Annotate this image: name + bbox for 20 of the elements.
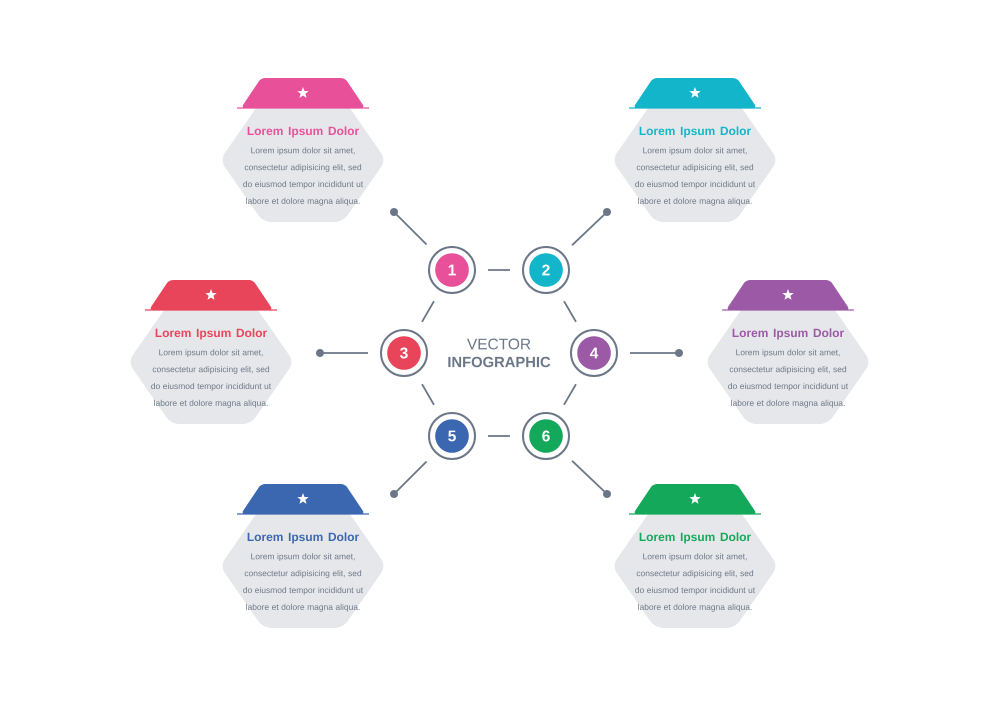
hexagon-card: Lorem Ipsum Dolor Lorem ipsum dolor sit amet, consectetur adipisicing elit, sed do eiusmod tempor incididunt ut labore et dolore magna aliqua.: [222, 484, 384, 628]
connector-line: [488, 435, 510, 437]
leader-line: [316, 349, 368, 357]
hexagon-card: Lorem Ipsum Dolor Lorem ipsum dolor sit amet, consectetur adipisicing elit, sed do eiusmod tempor incididunt ut labore et dolore magna aliqua.: [614, 484, 776, 628]
heading: INFOGRAPHIC: [448, 356, 550, 368]
leader-line: [390, 208, 428, 246]
heading: VECTOR: [467, 338, 530, 350]
leader-line: [630, 349, 683, 357]
connector-line: [563, 384, 577, 406]
hexagon-card: Lorem Ipsum Dolor Lorem ipsum dolor sit amet, consectetur adipisicing elit, sed do eiusmod tempor incididunt ut labore et dolore magna aliqua.: [708, 280, 868, 424]
hexagon-card: Lorem Ipsum Dolor Lorem ipsum dolor sit amet, consectetur adipisicing elit, sed do eiusmod tempor incididunt ut labore et dolore magna aliqua.: [614, 78, 776, 222]
leader-line: [390, 460, 428, 498]
connector-line: [488, 269, 510, 271]
connector-line: [563, 300, 577, 322]
connector-line: [421, 300, 435, 322]
hexagon-card: Lorem Ipsum Dolor Lorem ipsum dolor sit amet, consectetur adipisicing elit, sed do eiusmod tempor incididunt ut labore et dolore magna aliqua.: [222, 78, 384, 222]
hexagon-card: Lorem Ipsum Dolor Lorem ipsum dolor sit amet, consectetur adipisicing elit, sed do eiusmod tempor incididunt ut labore et dolore magna aliqua.: [130, 280, 292, 424]
leader-line: [571, 208, 611, 246]
leader-line: [571, 460, 611, 498]
connector-line: [421, 384, 435, 406]
